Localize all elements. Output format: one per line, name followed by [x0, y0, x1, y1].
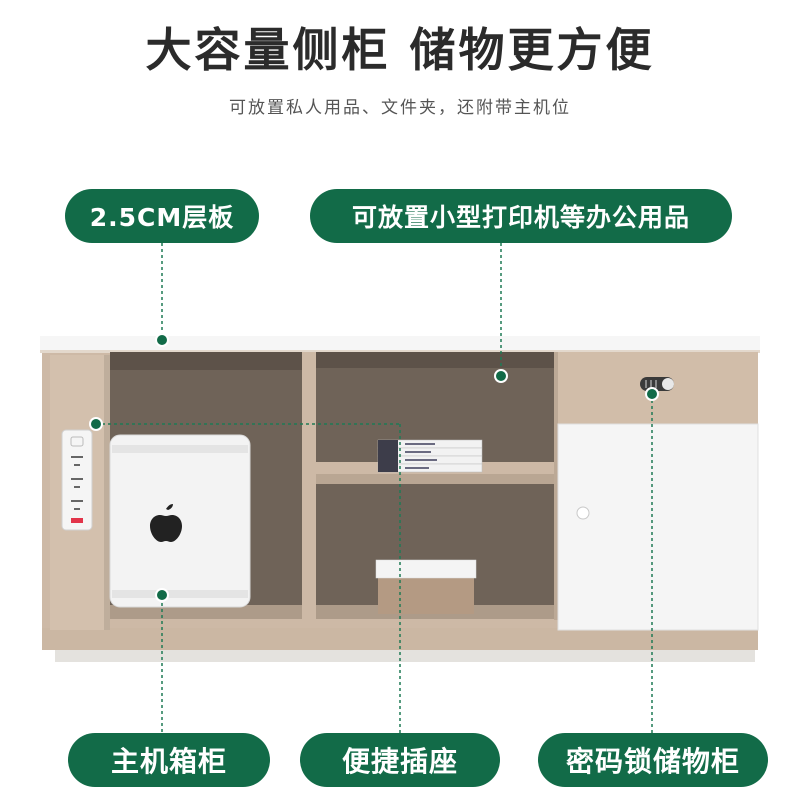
plinth — [42, 628, 758, 650]
callout-lock: 密码锁储物柜 — [538, 733, 768, 787]
page-title: 大容量侧柜 储物更方便 — [145, 23, 655, 77]
callout-shelf: 2.5CM层板 — [65, 189, 259, 243]
callout-lines — [96, 243, 653, 733]
door-knob-icon — [576, 506, 590, 520]
callout-socket: 便捷插座 — [300, 733, 500, 787]
computer-tower — [109, 434, 251, 608]
callout-dots — [89, 333, 659, 602]
callout-host: 主机箱柜 — [68, 733, 270, 787]
cabinet-door — [557, 423, 759, 631]
top-board — [40, 336, 760, 350]
book-stack — [377, 439, 483, 473]
floor-shadow — [55, 648, 755, 662]
storage-box — [375, 559, 477, 614]
combination-lock-icon — [640, 377, 674, 391]
callout-printer: 可放置小型打印机等办公用品 — [310, 189, 732, 243]
power-socket-icon — [61, 429, 93, 531]
apple-logo-icon — [150, 504, 182, 542]
page-subtitle: 可放置私人用品、文件夹，还附带主机位 — [229, 98, 571, 118]
